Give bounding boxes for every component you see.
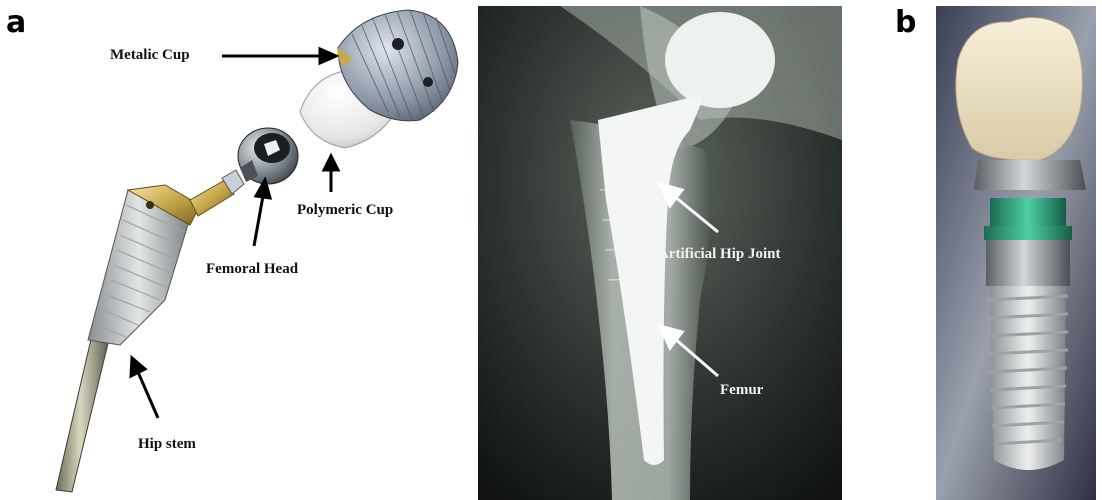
femur-label: Femur	[720, 383, 763, 398]
femoral-head-label: Femoral Head	[206, 262, 298, 277]
dental-screw	[990, 286, 1066, 470]
metalic-cup-label: Metalic Cup	[110, 48, 190, 63]
polymeric-cup-label: Polymeric Cup	[297, 203, 393, 218]
femur-bone	[570, 120, 711, 500]
xray-implant-stem	[598, 94, 705, 465]
hip-implant-illustration	[0, 0, 460, 500]
dental-crown	[956, 18, 1083, 161]
panel-b-letter: b	[895, 8, 916, 38]
artificial-hip-joint-label: Artificial Hip Joint	[658, 247, 781, 262]
hip-stem-label: Hip stem	[138, 437, 196, 452]
hip-stem-rod	[56, 335, 110, 492]
green-connector	[990, 198, 1066, 238]
